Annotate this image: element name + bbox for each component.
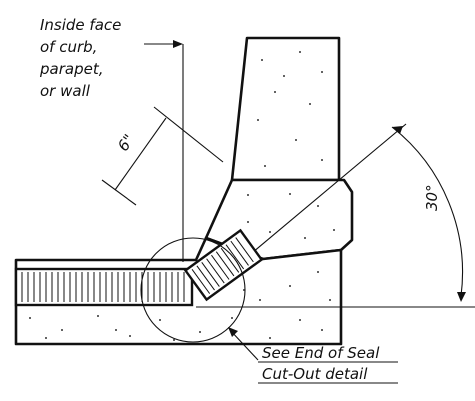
- label-inside-face-4: or wall: [40, 82, 91, 100]
- seal-strip-horizontal: [14, 267, 194, 307]
- dimension-line: [114, 117, 167, 191]
- label-callout-line2: Cut-Out detail: [262, 365, 368, 383]
- callout-leader: [229, 329, 259, 361]
- parapet-upper-wall: [230, 36, 341, 182]
- inside-face-arrowhead: [173, 40, 183, 48]
- seal-strip-inclined: [183, 228, 264, 302]
- angle-construction-line: [233, 123, 407, 269]
- concrete-stipple: [29, 51, 335, 341]
- label-dimension-6in: 6": [114, 131, 138, 155]
- dimension-extension-upper: [153, 106, 224, 163]
- label-inside-face-2: of curb,: [40, 38, 97, 56]
- angle-arrowhead-top: [392, 126, 403, 134]
- dimension-extension-lower: [101, 179, 137, 206]
- label-callout-line1: See End of Seal: [262, 344, 380, 362]
- label-inside-face-3: parapet,: [39, 60, 103, 78]
- angle-arrowhead-bottom: [457, 292, 466, 302]
- callout-arrowhead: [228, 327, 238, 337]
- angle-arc: [391, 126, 464, 297]
- label-inside-face-1: Inside face: [40, 16, 121, 34]
- label-angle-30: 30°: [423, 184, 441, 211]
